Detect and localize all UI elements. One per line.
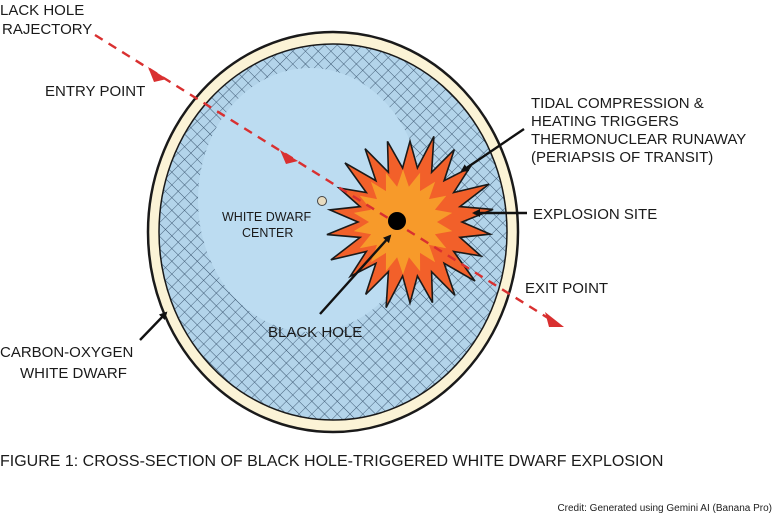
white-dwarf-center-dot bbox=[317, 196, 327, 206]
trajectory-arrowhead-mid bbox=[280, 150, 298, 164]
label-entry-point: ENTRY POINT bbox=[45, 83, 145, 100]
pointer-black-hole bbox=[319, 234, 392, 315]
label-trajectory-line1: LACK HOLE bbox=[0, 2, 84, 19]
label-trajectory-line2: RAJECTORY bbox=[2, 21, 92, 38]
trajectory-arrowhead-exit bbox=[545, 312, 564, 327]
trajectory-arrowhead-entry bbox=[148, 67, 167, 82]
label-tidal-line3: THERMONUCLEAR RUNAWAY bbox=[531, 131, 746, 148]
pointer-carbon-oxygen bbox=[139, 311, 168, 341]
label-carbon-oxygen-line2: WHITE DWARF bbox=[20, 365, 127, 382]
label-exit-point: EXIT POINT bbox=[525, 280, 608, 297]
figure-caption: FIGURE 1: CROSS-SECTION OF BLACK HOLE-TR… bbox=[0, 453, 663, 470]
label-tidal-line4: (PERIAPSIS OF TRANSIT) bbox=[531, 149, 713, 166]
label-tidal-line2: HEATING TRIGGERS bbox=[531, 113, 679, 130]
label-carbon-oxygen-line1: CARBON-OXYGEN bbox=[0, 344, 133, 361]
image-credit: Credit: Generated using Gemini AI (Banan… bbox=[557, 503, 772, 514]
black-hole-dot bbox=[388, 212, 406, 230]
label-tidal-line1: TIDAL COMPRESSION & bbox=[531, 95, 704, 112]
label-explosion-site: EXPLOSION SITE bbox=[533, 206, 657, 223]
label-wd-center-line2: CENTER bbox=[242, 226, 293, 240]
label-wd-center-line1: WHITE DWARF bbox=[222, 210, 311, 224]
pointer-tidal bbox=[460, 128, 525, 173]
label-black-hole: BLACK HOLE bbox=[268, 324, 362, 341]
